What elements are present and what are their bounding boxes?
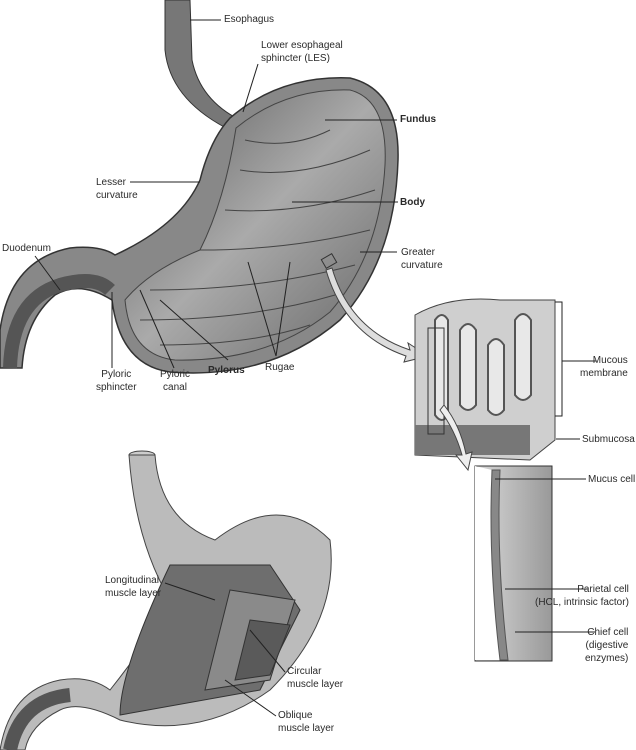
leader-lines: [34, 19, 596, 717]
label-greater-line2: curvature: [401, 260, 443, 271]
stomach-muscle-layers: [0, 450, 332, 750]
label-fundus: Fundus: [400, 114, 437, 125]
tissue-sample-box: [320, 252, 338, 270]
rugae-folds: [139, 129, 376, 346]
label-les: Lower esophageal sphincter (LES): [261, 39, 343, 65]
label-pyloric-canal-line1: Pyloric: [160, 369, 191, 380]
label-longitudinal-muscle: Longitudinal muscle layer: [105, 574, 161, 600]
label-pyloric-sphincter-line2: sphincter: [96, 382, 137, 393]
label-longitudinal-line2: muscle layer: [105, 588, 162, 599]
label-mucus-cell: Mucus cell: [588, 474, 636, 485]
label-mucous-line1: Mucous: [592, 355, 628, 366]
label-circular-line2: muscle layer: [287, 679, 344, 690]
duodenum-shape: [3, 274, 115, 369]
label-esophagus: Esophagus: [224, 14, 275, 25]
label-lesser-line2: curvature: [96, 190, 138, 201]
stomach-cross-section: [0, 0, 430, 374]
gland-cells: [490, 469, 509, 661]
label-mucous-membrane: Mucous membrane: [580, 354, 628, 380]
label-submucosa: Submucosa: [582, 434, 635, 445]
label-pyloric-canal: Pyloric canal: [160, 368, 190, 394]
label-circular-line1: Circular: [287, 666, 322, 677]
label-parietal-cell: Parietal cell (HCL, intrinsic factor): [535, 583, 629, 609]
label-parietal-line1: Parietal cell: [577, 584, 629, 595]
label-longitudinal-line1: Longitudinal: [105, 575, 159, 586]
label-pyloric-sphincter-line1: Pyloric: [101, 369, 132, 380]
label-parietal-line2: (HCL, intrinsic factor): [535, 597, 629, 608]
label-greater-line1: Greater: [401, 247, 435, 258]
zoom-arrow-2: [439, 404, 473, 472]
label-pylorus: Pylorus: [208, 365, 245, 376]
label-mucous-line2: membrane: [580, 368, 628, 379]
label-chief-line3: enzymes): [585, 653, 629, 664]
label-greater-curvature: Greater curvature: [401, 246, 443, 272]
label-duodenum: Duodenum: [2, 243, 51, 254]
stomach-interior: [124, 89, 386, 361]
label-circular-muscle: Circular muscle layer: [287, 665, 343, 691]
label-oblique-muscle: Oblique muscle layer: [278, 709, 334, 735]
label-oblique-line2: muscle layer: [278, 723, 335, 734]
label-pyloric-sphincter: Pyloric sphincter: [96, 368, 137, 394]
label-lesser-line1: Lesser: [96, 177, 127, 188]
label-body: Body: [400, 197, 425, 208]
label-chief-line2: (digestive: [585, 640, 629, 651]
label-les-line1: Lower esophageal: [261, 40, 343, 51]
mucosa-block: [414, 298, 556, 662]
label-pyloric-canal-line2: canal: [163, 382, 187, 393]
label-oblique-line1: Oblique: [278, 710, 313, 721]
label-lesser-curvature: Lesser curvature: [96, 176, 138, 202]
label-chief-line1: Chief cell: [587, 627, 629, 638]
label-rugae: Rugae: [265, 362, 295, 373]
label-les-line2: sphincter (LES): [261, 53, 330, 64]
gastric-pits: [434, 313, 532, 421]
label-chief-cell: Chief cell (digestive enzymes): [585, 626, 628, 665]
